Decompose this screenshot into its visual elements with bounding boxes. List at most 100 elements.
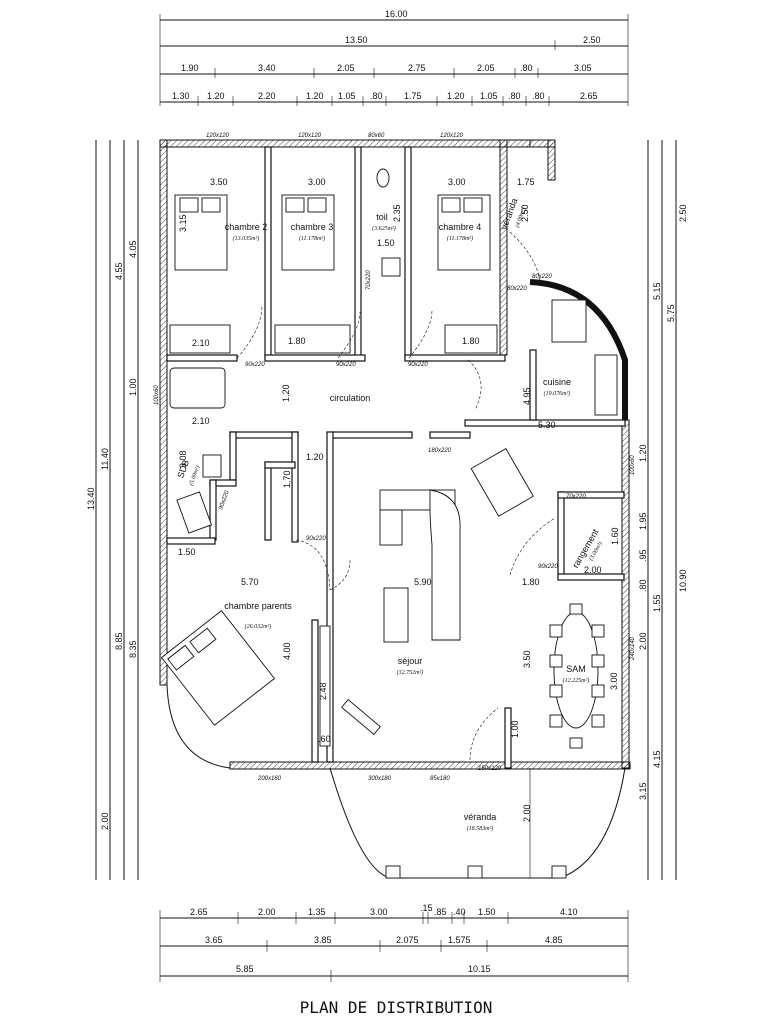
- idim-samw: 1.80: [522, 577, 540, 587]
- room-sam-name: SAM: [566, 664, 586, 674]
- win-sejour: 300x180: [368, 776, 392, 782]
- left-dimension-lines: 13.40 11.40 2.00 4.55 8.85 4.05 1.00 8.3…: [86, 140, 139, 880]
- dim-right-155: 1.55: [652, 594, 662, 612]
- door-rang: 70x220: [566, 494, 586, 500]
- tv-unit-icon: [341, 699, 381, 735]
- dim-right-95: .95: [638, 549, 648, 562]
- room-toil-area: (3.625m²): [372, 225, 396, 232]
- bdim-200: 2.00: [258, 907, 276, 917]
- room-cuisine-name: cuisine: [543, 377, 571, 387]
- room-sejour-area: (32.752m²): [397, 669, 424, 676]
- dim-80d: .80: [532, 91, 545, 101]
- bdim-410: 4.10: [560, 907, 578, 917]
- room-veranda-area: (18.583m²): [467, 825, 494, 832]
- idim-cpw: 5.70: [241, 577, 259, 587]
- bdim-150: 1.50: [478, 907, 496, 917]
- room-sam-area: (12.225m²): [563, 677, 590, 684]
- dim-right-315: 3.15: [638, 782, 648, 800]
- door-swings: [236, 231, 556, 761]
- dim-right-575: 5.75: [666, 304, 676, 322]
- idim-v200: 2.00: [522, 804, 532, 822]
- dim-right-120: 1.20: [638, 444, 648, 462]
- win-c4: 120x120: [440, 133, 464, 139]
- room-chambre3-area: (11.178m²): [299, 235, 325, 242]
- idim-samh: 3.50: [522, 650, 532, 668]
- interior-dimensions: 3.50 3.00 3.00 1.75 3.15 2.50 2.35 1.50 …: [178, 177, 620, 822]
- idim-toilh: 2.35: [392, 204, 402, 222]
- door-c4: 90x220: [408, 362, 428, 368]
- dim-left-885: 8.85: [114, 632, 124, 650]
- dim-120a: 1.20: [207, 91, 225, 101]
- room-chambre2-name: chambre 2: [225, 222, 268, 232]
- bdim-265: 2.65: [190, 907, 208, 917]
- dim-80a: .80: [520, 63, 533, 73]
- room-chambre3-name: chambre 3: [291, 222, 334, 232]
- sdb-shower-icon: [176, 491, 213, 534]
- win-sdb: 100x60: [154, 385, 160, 405]
- bdim-40: .40: [453, 907, 466, 917]
- bdim-135: 1.35: [308, 907, 326, 917]
- dim-right-250: 2.50: [678, 204, 688, 222]
- dim-left-1140: 11.40: [100, 448, 110, 470]
- room-chambre4-area: (11.178m²): [447, 235, 473, 242]
- door-cuisine: 90x220: [538, 564, 558, 570]
- wardrobe-chambre2-icon: [169, 324, 231, 354]
- door-c3: 90x220: [336, 362, 356, 368]
- opening-labels: 120x120 120x120 80x60 120x120 90x220 90x…: [154, 133, 636, 782]
- door-sdb: 90x220: [218, 490, 231, 511]
- door-circ: 180x220: [428, 448, 452, 454]
- dim-right-515: 5.15: [652, 282, 662, 300]
- room-parents-area: (26.032m²): [245, 623, 272, 630]
- bdim-485: 4.85: [545, 935, 563, 945]
- door-ve: 80x220: [532, 274, 552, 280]
- room-circulation-name: circulation: [330, 393, 371, 403]
- idim-v100: 1.00: [510, 720, 520, 738]
- door-toil: 70x220: [366, 270, 372, 290]
- idim-cuish: 4.95: [522, 387, 532, 405]
- idim-c2b: 2.10: [192, 338, 210, 348]
- outer-walls: [159, 139, 631, 770]
- idim-c2h: 3.15: [178, 214, 188, 232]
- dim-130: 1.30: [172, 91, 190, 101]
- bdim-365: 3.65: [205, 935, 223, 945]
- idim-circh: 1.20: [281, 384, 291, 402]
- bed-chambre2-icon: [174, 194, 228, 271]
- idim-vew: 1.75: [517, 177, 535, 187]
- bdim-1015: 10.15: [468, 964, 491, 974]
- bdim-300: 3.00: [370, 907, 388, 917]
- idim-c4b: 1.80: [462, 336, 480, 346]
- toilet-icon: [376, 168, 390, 188]
- bed-chambre4-icon: [437, 194, 491, 271]
- wardrobe-chambre4-icon: [444, 324, 498, 354]
- room-sdb-area: (5.00m²): [188, 465, 202, 487]
- dining-table-icon: [549, 603, 605, 749]
- fridge-icon: [470, 448, 534, 517]
- right-dimension-lines: 2.50 5.75 10.90 5.15 1.55 4.15 1.20 1.95…: [638, 140, 688, 880]
- win-cuisine: 100x60: [630, 455, 636, 475]
- room-cuisine-area: (19.076m²): [544, 390, 571, 397]
- idim-cph: 4.00: [282, 642, 292, 660]
- win-c2: 120x120: [206, 133, 230, 139]
- win-parents: 200x160: [257, 776, 282, 782]
- dim-left-835: 8.35: [128, 640, 138, 658]
- dim-105a: 1.05: [338, 91, 356, 101]
- door-ve2: 80x220: [507, 286, 527, 292]
- dim-175: 1.75: [404, 91, 422, 101]
- dim-340: 3.40: [258, 63, 276, 73]
- dim-left-405: 4.05: [128, 240, 138, 258]
- room-sejour-name: séjour: [398, 656, 423, 666]
- bdim-85: .85: [434, 907, 447, 917]
- idim-h248: 2.48: [318, 682, 328, 700]
- idim-sdbb: 1.50: [178, 547, 196, 557]
- dim-left-1340: 13.40: [86, 487, 96, 510]
- bdim-385: 3.85: [314, 935, 332, 945]
- dim-120b: 1.20: [306, 91, 324, 101]
- sink-icon: [381, 257, 401, 277]
- room-parents-name: chambre parents: [224, 601, 292, 611]
- bdim-585: 5.85: [236, 964, 254, 974]
- bdim-2075: 2.075: [396, 935, 419, 945]
- idim-sejw: 5.90: [414, 577, 432, 587]
- bathtub-icon: [169, 367, 226, 409]
- dim-right-415: 4.15: [652, 750, 662, 768]
- top-dimension-lines: 16.00 13.50 2.50 1.90 3.40 2.05 2.75 2.0…: [159, 9, 629, 106]
